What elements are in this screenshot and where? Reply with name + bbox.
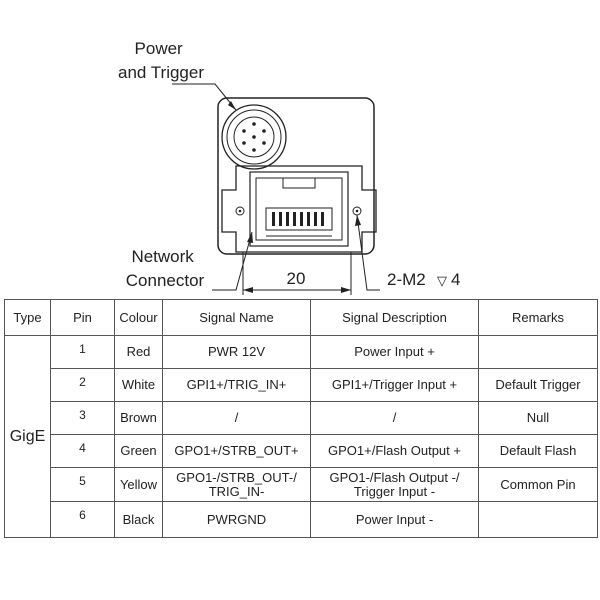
remarks-cell (478, 335, 598, 369)
camera-housing (217, 97, 375, 255)
signal-description-cell: / (310, 401, 479, 435)
signal-name-cell: GPO1-/STRB_OUT-/ TRIG_IN- (162, 467, 311, 502)
header-signal-name: Signal Name (162, 299, 311, 336)
signal-name-cell: GPI1+/TRIG_IN+ (162, 368, 311, 402)
pin-definition-table: Type Pin Colour Signal Name Signal Descr… (4, 299, 598, 538)
table-header-row: Type Pin Colour Signal Name Signal Descr… (4, 299, 598, 336)
screw-callout: 2-M2 ▽ 4 (355, 214, 460, 291)
header-signal-description: Signal Description (310, 299, 479, 336)
table-row: 2 White GPI1+/TRIG_IN+ GPI1+/Trigger Inp… (5, 368, 598, 402)
colour-cell: Green (114, 434, 163, 468)
rj45-contacts (272, 212, 324, 226)
colour-cell: Brown (114, 401, 163, 435)
colour-cell: Black (114, 501, 163, 538)
power-trigger-connector (221, 104, 287, 170)
pin-cell: 2 (50, 368, 115, 402)
type-cell: GigE (4, 335, 51, 538)
table-row: 3 Brown / / Null (5, 401, 598, 435)
colour-cell: White (114, 368, 163, 402)
colour-cell: Red (114, 335, 163, 369)
pin-cell: 4 (50, 434, 115, 468)
remarks-cell (478, 501, 598, 538)
header-pin: Pin (50, 299, 115, 336)
power-trigger-label: Power and Trigger (118, 39, 204, 82)
power-leader-line (172, 83, 237, 111)
table-row: 4 Green GPO1+/STRB_OUT+ GPO1+/Flash Outp… (5, 434, 598, 468)
signal-name-cell: / (162, 401, 311, 435)
camera-back-drawing: Power and Trigger Network Connector 20 2… (118, 39, 460, 295)
table-row: 6 Black PWRGND Power Input - (5, 501, 598, 538)
signal-name-cell: GPO1+/STRB_OUT+ (162, 434, 311, 468)
signal-name-cell: PWR 12V (162, 335, 311, 369)
width-dimension: 20 (242, 252, 352, 295)
network-leader-line (212, 231, 253, 291)
signal-description-cell: GPO1-/Flash Output -/ Trigger Input - (310, 467, 479, 502)
header-colour: Colour (114, 299, 163, 336)
signal-description-cell: Power Input - (310, 501, 479, 538)
header-remarks: Remarks (478, 299, 598, 336)
screw-callout-text: 2-M2 (387, 270, 426, 289)
network-connector (221, 165, 377, 253)
width-dimension-value: 20 (287, 269, 306, 288)
remarks-cell: Default Trigger (478, 368, 598, 402)
pin-cell: 1 (50, 335, 115, 369)
header-type: Type (4, 299, 51, 336)
signal-name-cell: PWRGND (162, 501, 311, 538)
pin-cell: 6 (50, 501, 115, 538)
remarks-cell: Default Flash (478, 434, 598, 468)
network-connector-label: Network Connector (126, 247, 205, 290)
pin-cell: 3 (50, 401, 115, 435)
remarks-cell: Null (478, 401, 598, 435)
signal-description-cell: GPI1+/Trigger Input + (310, 368, 479, 402)
signal-description-cell: GPO1+/Flash Output + (310, 434, 479, 468)
table-row: GigE 1 Red PWR 12V Power Input + (4, 335, 598, 538)
signal-description-cell: Power Input + (310, 335, 479, 369)
remarks-cell: Common Pin (478, 467, 598, 502)
table-row: 5 Yellow GPO1-/STRB_OUT-/ TRIG_IN- GPO1-… (5, 467, 598, 502)
depth-symbol: ▽ (437, 273, 447, 288)
pin-cell: 5 (50, 467, 115, 502)
screw-depth-value: 4 (451, 270, 460, 289)
colour-cell: Yellow (114, 467, 163, 502)
